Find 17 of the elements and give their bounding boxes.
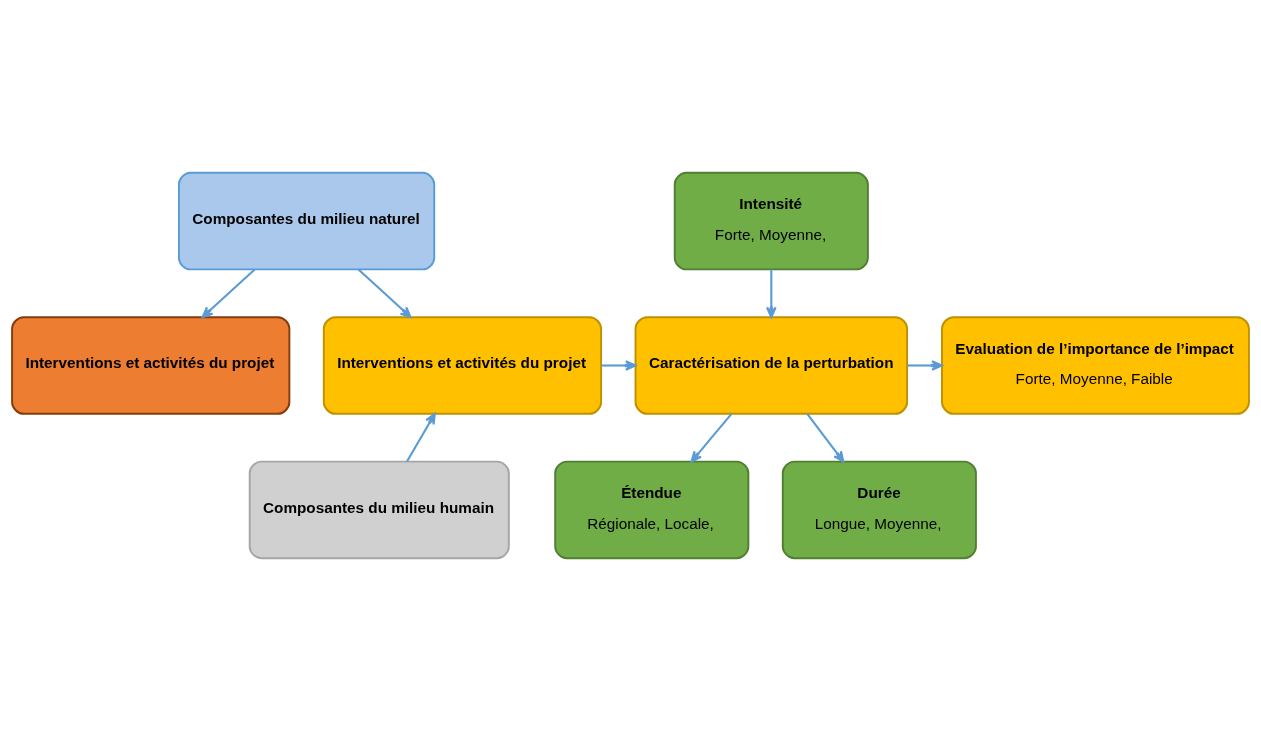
arrow xyxy=(406,412,436,462)
arrow xyxy=(765,269,777,319)
arrow xyxy=(601,360,637,371)
node-box: Étendue Régionale, Locale, xyxy=(554,460,750,560)
arrow xyxy=(357,268,412,319)
node-box: Composantes du milieu humain xyxy=(248,460,510,560)
arrow xyxy=(806,413,845,463)
node-box: Interventions et activités du projet xyxy=(11,316,291,415)
node-box: Intensité Forte, Moyenne, xyxy=(673,171,869,271)
arrow xyxy=(690,413,733,463)
node-box: Evaluation de l’importance de l’impact Forte, Moyenne, Faible xyxy=(941,316,1250,415)
node-box: Interventions et activités du projet xyxy=(322,316,603,415)
node-box: Durée Longue, Moyenne, xyxy=(781,460,977,560)
node-box: Caractérisation de la perturbation xyxy=(634,316,909,415)
arrow xyxy=(201,268,256,319)
arrow xyxy=(907,360,943,371)
node-box: Composantes du milieu naturel xyxy=(177,171,436,271)
